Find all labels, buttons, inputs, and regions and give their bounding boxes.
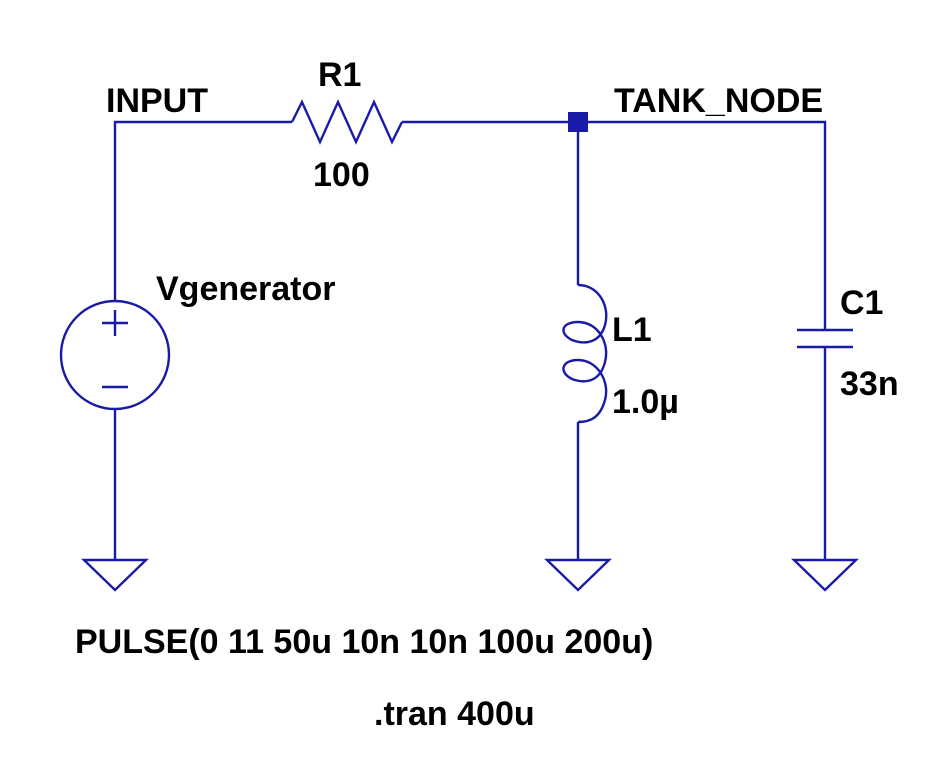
inductor-l1[interactable] (562, 283, 608, 424)
capacitor-c1[interactable] (797, 328, 853, 349)
voltage-source-vgenerator[interactable] (59, 299, 171, 411)
wire-input-top[interactable] (113, 120, 292, 300)
tran-directive[interactable]: .tran 400u (374, 695, 535, 733)
inductor-l1-value[interactable]: 1.0µ (612, 383, 679, 421)
inductor-l1-name: L1 (612, 311, 652, 349)
net-label-tank-node[interactable]: TANK_NODE (614, 82, 823, 120)
plus-sign-icon (102, 310, 128, 336)
resistor-r1-value[interactable]: 100 (313, 156, 370, 194)
capacitor-c1-value[interactable]: 33n (840, 365, 899, 403)
capacitor-c1-name: C1 (840, 284, 883, 322)
resistor-r1-name: R1 (318, 56, 361, 94)
resistor-r1[interactable] (290, 99, 404, 145)
net-label-input[interactable]: INPUT (106, 82, 208, 120)
wires (113, 120, 827, 560)
wire-r1-to-tank[interactable] (402, 120, 827, 330)
ground-symbol-capacitor (791, 558, 859, 592)
pulse-directive[interactable]: PULSE(0 11 50u 10n 10n 100u 200u) (75, 623, 653, 661)
ground-symbol-inductor (544, 558, 612, 592)
tank-node-junction[interactable] (568, 112, 588, 132)
source-name: Vgenerator (156, 270, 336, 308)
ground-symbol-source (81, 558, 149, 592)
